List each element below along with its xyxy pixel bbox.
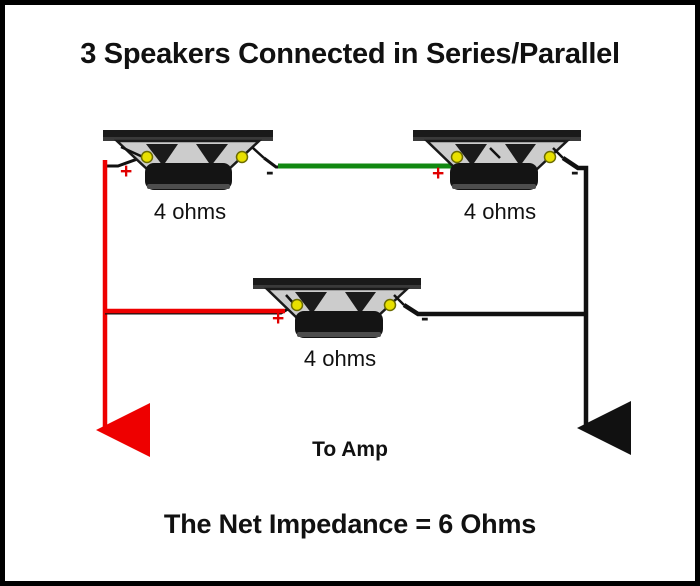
impedance-label-speaker-bottom-center: 4 ohms: [303, 346, 377, 371]
speaker-minus-lead: [393, 294, 405, 306]
speaker-magnet-highlight: [147, 184, 230, 189]
impedance-label-speaker-top-right: 4 ohms: [463, 199, 537, 224]
speaker-cone-cutout-left: [295, 292, 327, 314]
terminal-negative: [383, 298, 397, 312]
speaker-plus-lead: [120, 145, 144, 159]
speaker-minus-lead: [252, 147, 265, 159]
terminal-negative: [235, 150, 249, 164]
terminal-positive: [290, 298, 304, 312]
speaker-flange-shadow: [413, 137, 581, 141]
speaker-minus-lead: [552, 147, 564, 159]
speaker-cone-cutout-left: [146, 144, 178, 166]
speaker-cone-cutout-right: [196, 144, 228, 166]
polarity-plus-speaker-bottom-center: +: [272, 307, 285, 330]
speaker-magnet: [450, 163, 538, 190]
polarity-minus-speaker-top-left: -: [266, 158, 274, 184]
speaker-bottom-center: [253, 278, 421, 338]
polarity-minus-speaker-top-right: -: [571, 158, 579, 184]
speaker-magnet-highlight: [452, 184, 536, 189]
speaker-cone-cutout-right: [505, 144, 536, 166]
speaker-top-left: [103, 130, 273, 190]
speaker-magnet: [295, 311, 383, 338]
wire-positive-branch: [105, 303, 296, 315]
speaker-plus-lead: [489, 147, 501, 159]
impedance-label-speaker-top-left: 4 ohms: [153, 199, 227, 224]
speaker-basket-flange: [253, 278, 421, 289]
wire-positive-bus: [96, 155, 150, 457]
amplifier-label: To Amp: [312, 438, 388, 461]
page-title: 3 Speakers Connected in Series/Parallel: [80, 38, 620, 70]
polarity-minus-speaker-bottom-center: -: [421, 304, 429, 330]
speaker-flange-shadow: [103, 137, 273, 141]
speaker-magnet-highlight: [297, 332, 381, 337]
speaker-cone-cutout-left: [455, 144, 487, 166]
speaker-basket-flange: [103, 130, 273, 141]
terminal-negative: [543, 150, 557, 164]
speaker-magnet: [145, 163, 232, 190]
wire-negative-bus: [561, 156, 631, 455]
net-impedance-label: The Net Impedance = 6 Ohms: [163, 509, 537, 539]
speaker-flange-shadow: [253, 285, 421, 289]
terminal-positive: [140, 150, 154, 164]
polarity-plus-speaker-top-right: +: [432, 162, 445, 185]
polarity-plus-speaker-top-left: +: [120, 160, 133, 183]
speaker-basket-flange: [413, 130, 581, 141]
speaker-cone-cutout-right: [345, 292, 376, 314]
speaker-top-right: [413, 130, 581, 190]
terminal-positive: [450, 150, 464, 164]
wire-negative-branch: [402, 303, 586, 317]
